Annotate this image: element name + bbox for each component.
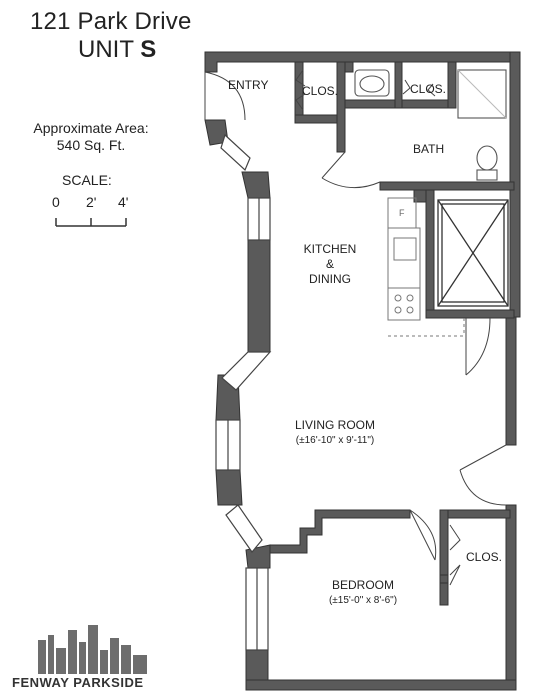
brand-name: FENWAY PARKSIDE [12, 675, 144, 690]
scale-tick-2: 2' [86, 194, 97, 210]
room-bath: BATH [413, 142, 445, 156]
fridge-label: F [399, 208, 405, 218]
room-bath-closet: CLOS. [410, 82, 447, 96]
exterior-walls [204, 51, 521, 691]
living-label: LIVING ROOM [294, 418, 375, 432]
scale-tick-4: 4' [118, 194, 129, 210]
living-dimensions: (±16'-10" x 9'-11") [295, 435, 375, 446]
address-title: 121 Park Drive [30, 8, 192, 35]
windows [215, 133, 272, 651]
area-value: 540 Sq. Ft. [56, 137, 126, 153]
area-label: Approximate Area: [33, 120, 149, 136]
scale-ticks: 0 2' 4' [52, 194, 142, 214]
room-entry-closet: CLOS. [302, 84, 339, 98]
room-living: LIVING ROOM (±16'-10" x 9'-11") [280, 418, 390, 448]
area-block: Approximate Area: 540 Sq. Ft. [26, 120, 156, 154]
kitchen-amp: & [325, 257, 334, 271]
dining-label: DINING [309, 272, 351, 286]
interior-walls [269, 61, 515, 606]
shaft [437, 199, 509, 307]
unit-letter: S [140, 36, 157, 63]
bedroom-dimensions: (±15'-0" x 8'-6") [328, 595, 398, 606]
bedroom-label: BEDROOM [331, 578, 394, 592]
scale-label: SCALE: [62, 172, 112, 188]
room-bedroom: BEDROOM (±15'-0" x 8'-6") [318, 578, 408, 608]
bath-fixtures [354, 69, 507, 181]
kitchen-label: KITCHEN [303, 242, 357, 256]
doors [204, 69, 507, 586]
room-kitchen: KITCHEN & DINING [300, 242, 360, 287]
scale-bar [55, 218, 127, 227]
scale-tick-0: 0 [52, 194, 60, 210]
unit-prefix: UNIT [78, 36, 134, 63]
unit-title: UNIT S [78, 36, 156, 64]
room-bedroom-closet: CLOS. [466, 550, 503, 564]
kitchen-counter [387, 197, 465, 337]
fenway-logo [38, 625, 147, 674]
room-entry: ENTRY [228, 78, 269, 92]
